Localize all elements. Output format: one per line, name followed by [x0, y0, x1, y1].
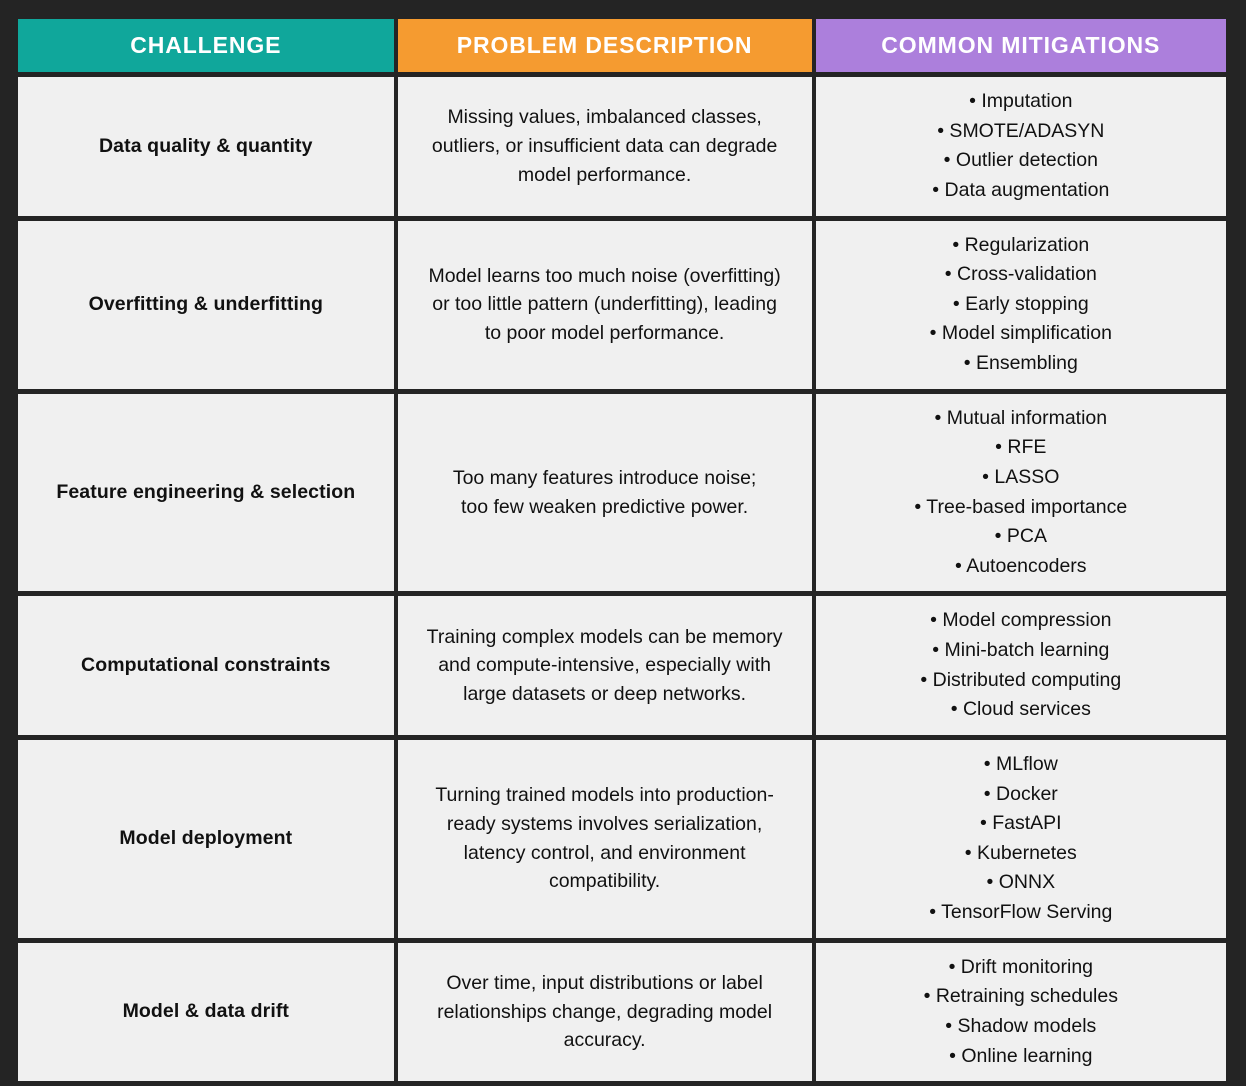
cell-problem-description: Too many features introduce noise; too f… [397, 393, 812, 592]
cell-problem-description: Missing values, imbalanced classes, outl… [397, 77, 812, 216]
description-text: Missing values, imbalanced classes, outl… [431, 106, 778, 186]
mitigation-item: • Cross-validation [944, 263, 1097, 286]
mitigation-list: • Drift monitoring • Retraining schedules… [830, 953, 1212, 1072]
cell-challenge: Model deployment [18, 739, 394, 938]
mitigation-item: • Mutual information [934, 406, 1108, 429]
cell-common-mitigations: • MLflow • Docker • FastAPI • Kubernetes • O… [815, 739, 1226, 938]
mitigation-item: • Ensembling [963, 352, 1078, 374]
description-text: Turning trained models into production- … [435, 784, 774, 893]
description-text: Training complex models can be memory an… [426, 625, 783, 705]
column-header-challenge: CHALLENGE [18, 19, 394, 72]
mitigation-list: • Imputation • SMOTE/ADASYN • Outlier dete… [830, 87, 1212, 206]
mitigation-item: • RFE [995, 436, 1047, 459]
mitigation-list: • Regularization • Cross-validation • Earl… [830, 231, 1212, 379]
mitigation-list: • Model compression • Mini-batch learning… [830, 606, 1212, 725]
cell-challenge: Data quality & quantity [18, 77, 394, 216]
mitigation-item: • Data augmentation [932, 178, 1110, 201]
cell-common-mitigations: • Model compression • Mini-batch learning… [815, 596, 1226, 735]
mitigation-list: • Mutual information • RFE • LASSO • Tree-b… [830, 404, 1212, 582]
mitigation-item: • Imputation [969, 90, 1073, 112]
mitigation-item: • FastAPI [979, 812, 1062, 835]
cell-common-mitigations: • Mutual information • RFE • LASSO • Tree-b… [815, 393, 1226, 592]
description-text: Over time, input distributions or label … [437, 971, 773, 1052]
mitigation-item: • PCA [994, 525, 1047, 548]
header-row: CHALLENGE PROBLEM DESCRIPTION COMMON MIT… [18, 19, 1226, 72]
column-header-problem-description: PROBLEM DESCRIPTION [397, 19, 812, 72]
cell-problem-description: Training complex models can be memory an… [397, 596, 812, 735]
ml-challenges-table: CHALLENGE PROBLEM DESCRIPTION COMMON MIT… [14, 14, 1230, 1086]
mitigation-item: • Model compression [930, 609, 1112, 632]
mitigation-item: • Distributed computing [920, 668, 1122, 691]
mitigation-list: • MLflow • Docker • FastAPI • Kubernetes • O… [830, 750, 1212, 928]
table-header: CHALLENGE PROBLEM DESCRIPTION COMMON MIT… [18, 19, 1226, 72]
cell-challenge: Model & data drift [18, 942, 394, 1082]
cell-problem-description: Turning trained models into production- … [397, 739, 812, 938]
mitigation-item: • Mini-batch learning [932, 639, 1110, 661]
mitigation-item: • SMOTE/ADASYN [937, 119, 1105, 142]
cell-problem-description: Model learns too much noise (overfitting… [397, 220, 812, 389]
description-text: Too many features introduce noise; too f… [452, 466, 757, 518]
mitigation-item: • Early stopping [952, 292, 1089, 315]
table-row: Model & data drift Over time, input dist… [18, 942, 1226, 1082]
column-header-common-mitigations: COMMON MITIGATIONS [815, 19, 1226, 72]
mitigation-item: • Tree-based importance [914, 495, 1128, 518]
table-row: Data quality & quantity Missing values, … [18, 77, 1226, 216]
cell-challenge: Feature engineering & selection [18, 393, 394, 592]
mitigation-item: • Online learning [949, 1044, 1093, 1067]
table-row: Computational constraints Training compl… [18, 596, 1226, 735]
mitigation-item: • Retraining schedules [923, 985, 1118, 1008]
mitigation-item: • TensorFlow Serving [929, 901, 1113, 923]
cell-common-mitigations: • Drift monitoring • Retraining schedules… [815, 942, 1226, 1082]
mitigation-item: • Autoencoders [955, 554, 1087, 577]
cell-common-mitigations: • Regularization • Cross-validation • Earl… [815, 220, 1226, 389]
mitigation-item: • Drift monitoring [948, 955, 1094, 978]
cell-common-mitigations: • Imputation • SMOTE/ADASYN • Outlier dete… [815, 77, 1226, 216]
description-text: Model learns too much noise (overfitting… [428, 264, 781, 344]
mitigation-item: • MLflow [983, 752, 1058, 775]
mitigation-item: • Model simplification [929, 322, 1112, 345]
cell-challenge: Computational constraints [18, 596, 394, 735]
cell-challenge: Overfitting & underfitting [18, 220, 394, 389]
mitigation-item: • LASSO [982, 465, 1060, 488]
cell-problem-description: Over time, input distributions or label … [397, 942, 812, 1082]
table-row: Feature engineering & selection Too many… [18, 393, 1226, 592]
mitigation-item: • Kubernetes [964, 841, 1077, 864]
mitigation-item: • Regularization [952, 233, 1090, 256]
mitigation-item: • Shadow models [945, 1014, 1097, 1037]
table-row: Overfitting & underfitting Model learns … [18, 220, 1226, 389]
mitigation-item: • Docker [983, 782, 1058, 805]
mitigation-item: • Outlier detection [943, 149, 1098, 172]
table-body: Data quality & quantity Missing values, … [18, 77, 1226, 1082]
mitigation-item: • ONNX [986, 871, 1056, 894]
table-row: Model deployment Turning trained models … [18, 739, 1226, 938]
mitigation-item: • Cloud services [950, 698, 1091, 721]
